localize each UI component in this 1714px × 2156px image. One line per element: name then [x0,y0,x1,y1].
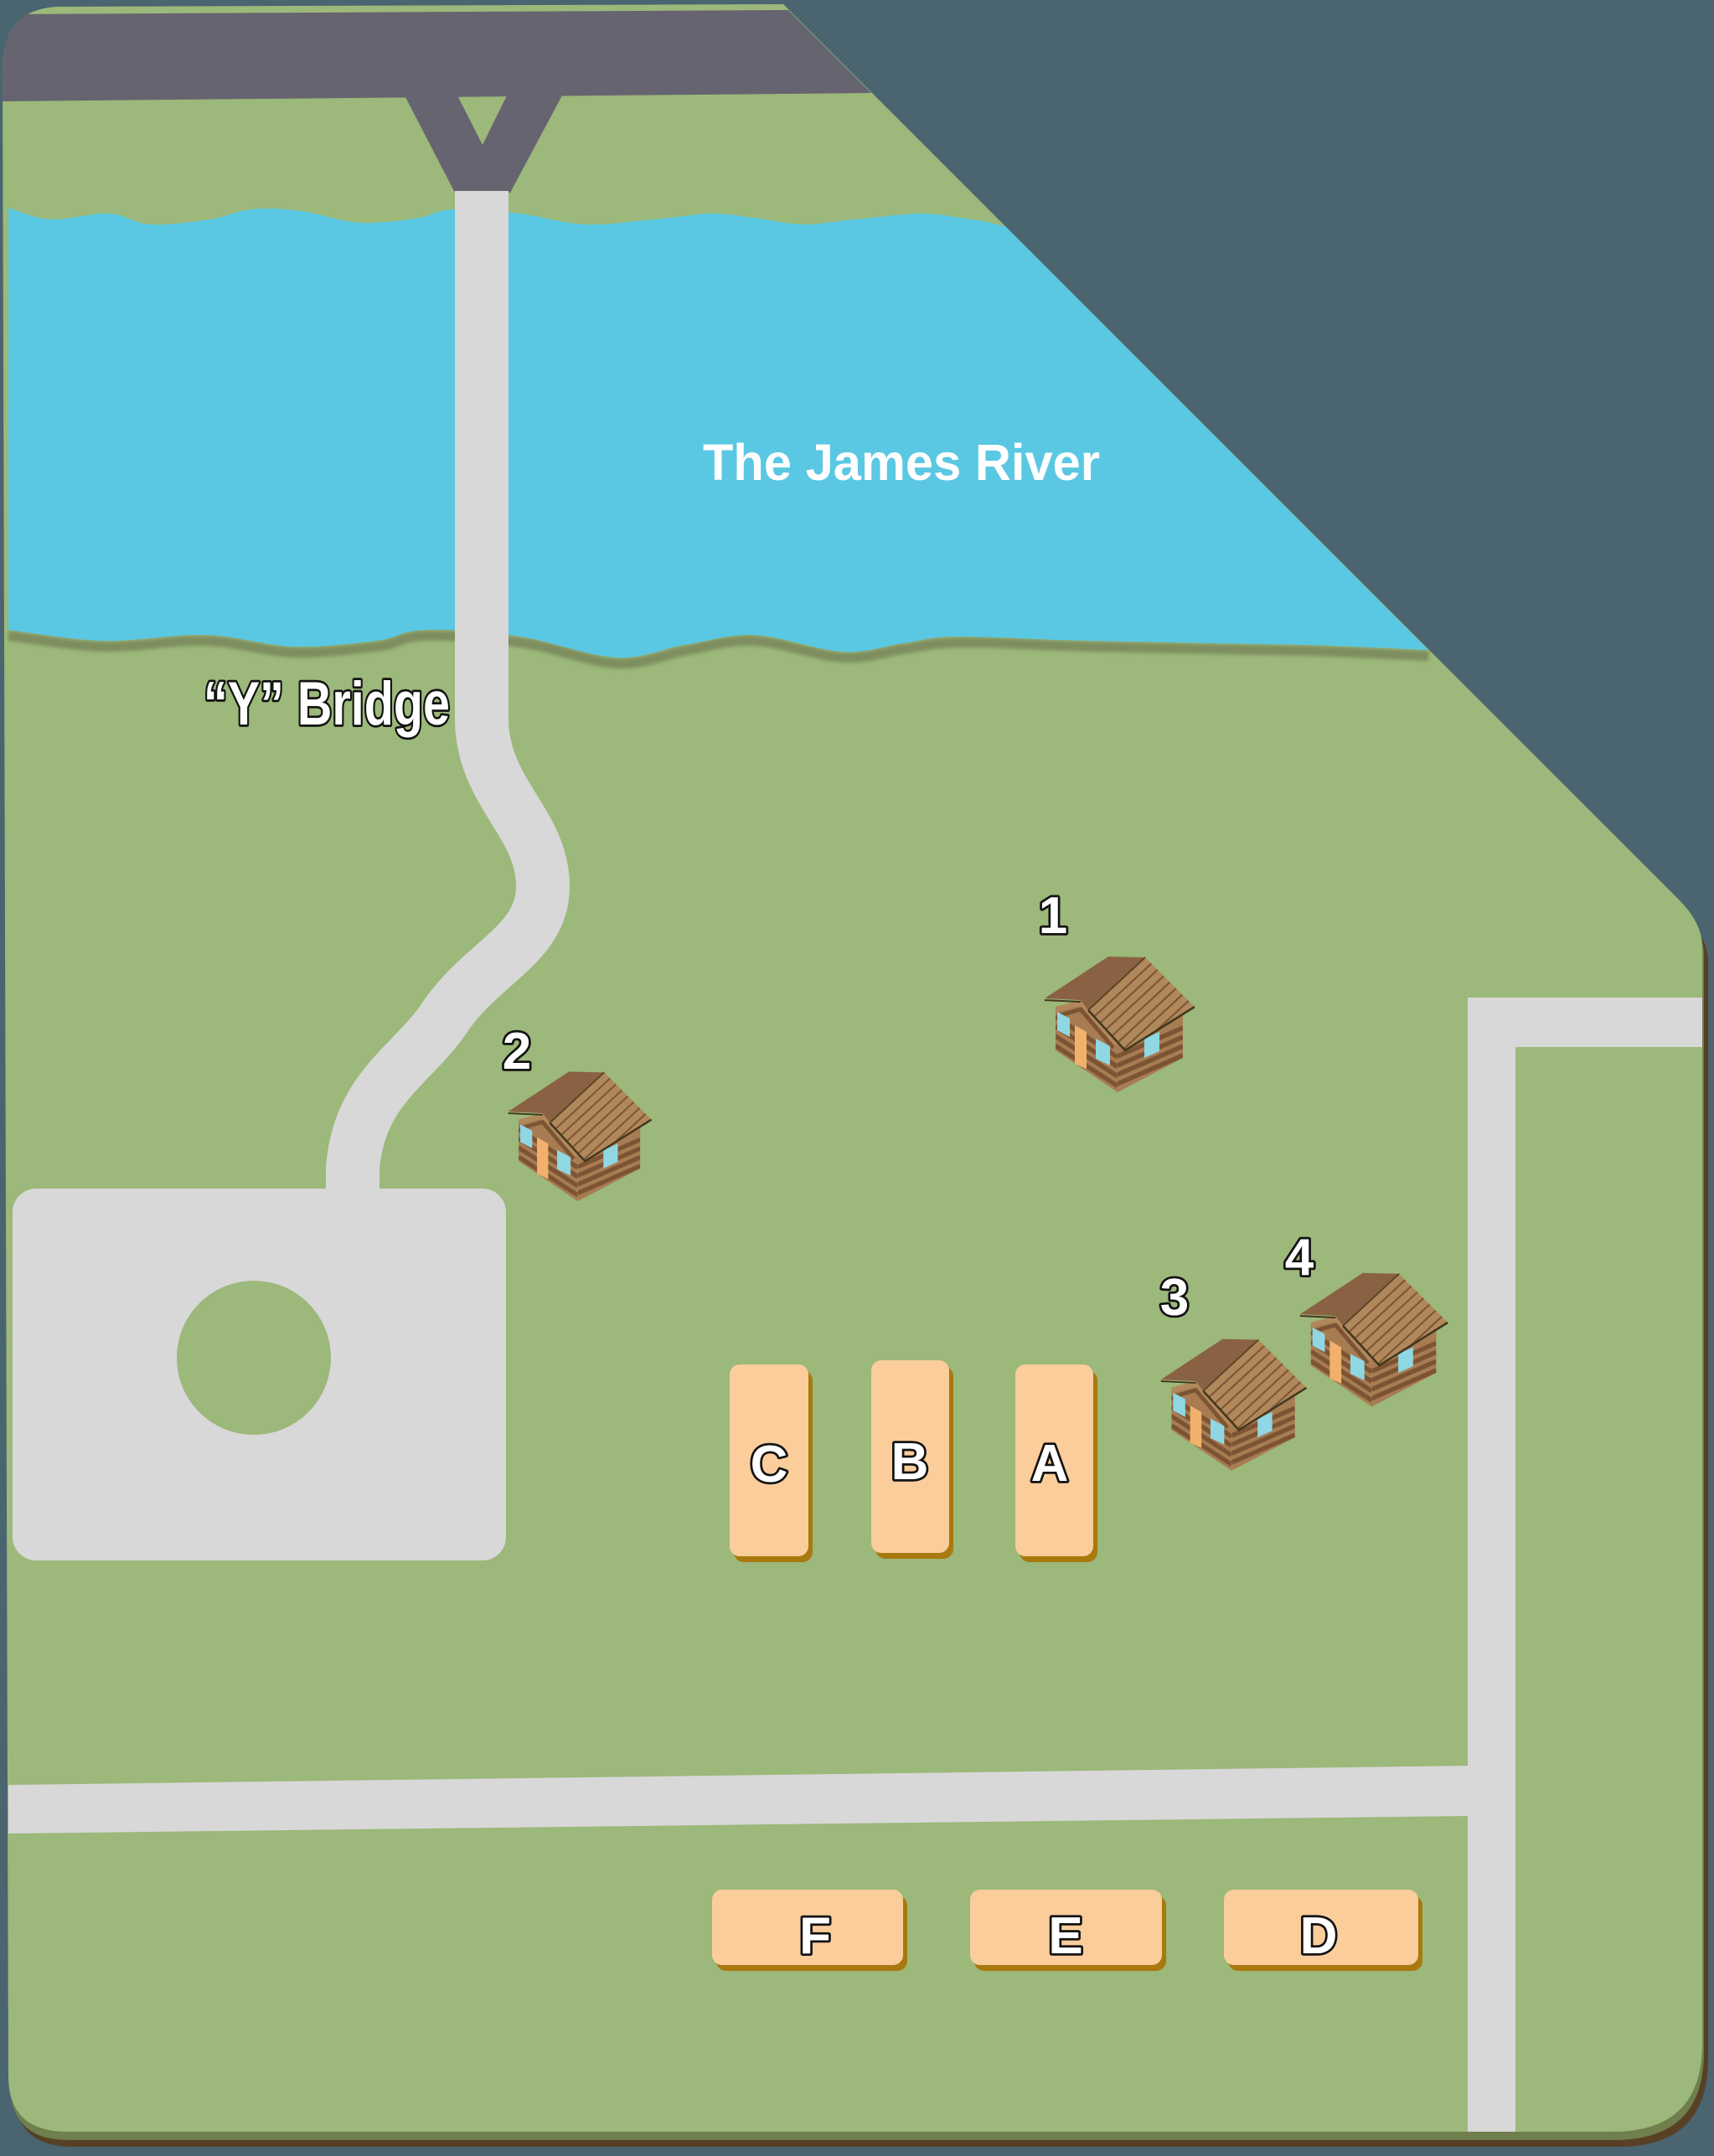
svg-text:The James River: The James River [703,434,1100,491]
svg-text:“Y” Bridge: “Y” Bridge [204,670,450,738]
svg-text:A: A [1031,1435,1069,1493]
svg-text:D: D [1300,1907,1338,1965]
svg-text:E: E [1048,1907,1082,1965]
svg-text:F: F [799,1907,831,1965]
svg-text:1: 1 [1039,887,1067,945]
svg-text:C: C [751,1436,788,1493]
svg-text:B: B [891,1433,929,1491]
svg-text:4: 4 [1285,1229,1314,1287]
svg-text:2: 2 [503,1023,531,1081]
svg-text:3: 3 [1160,1269,1189,1327]
